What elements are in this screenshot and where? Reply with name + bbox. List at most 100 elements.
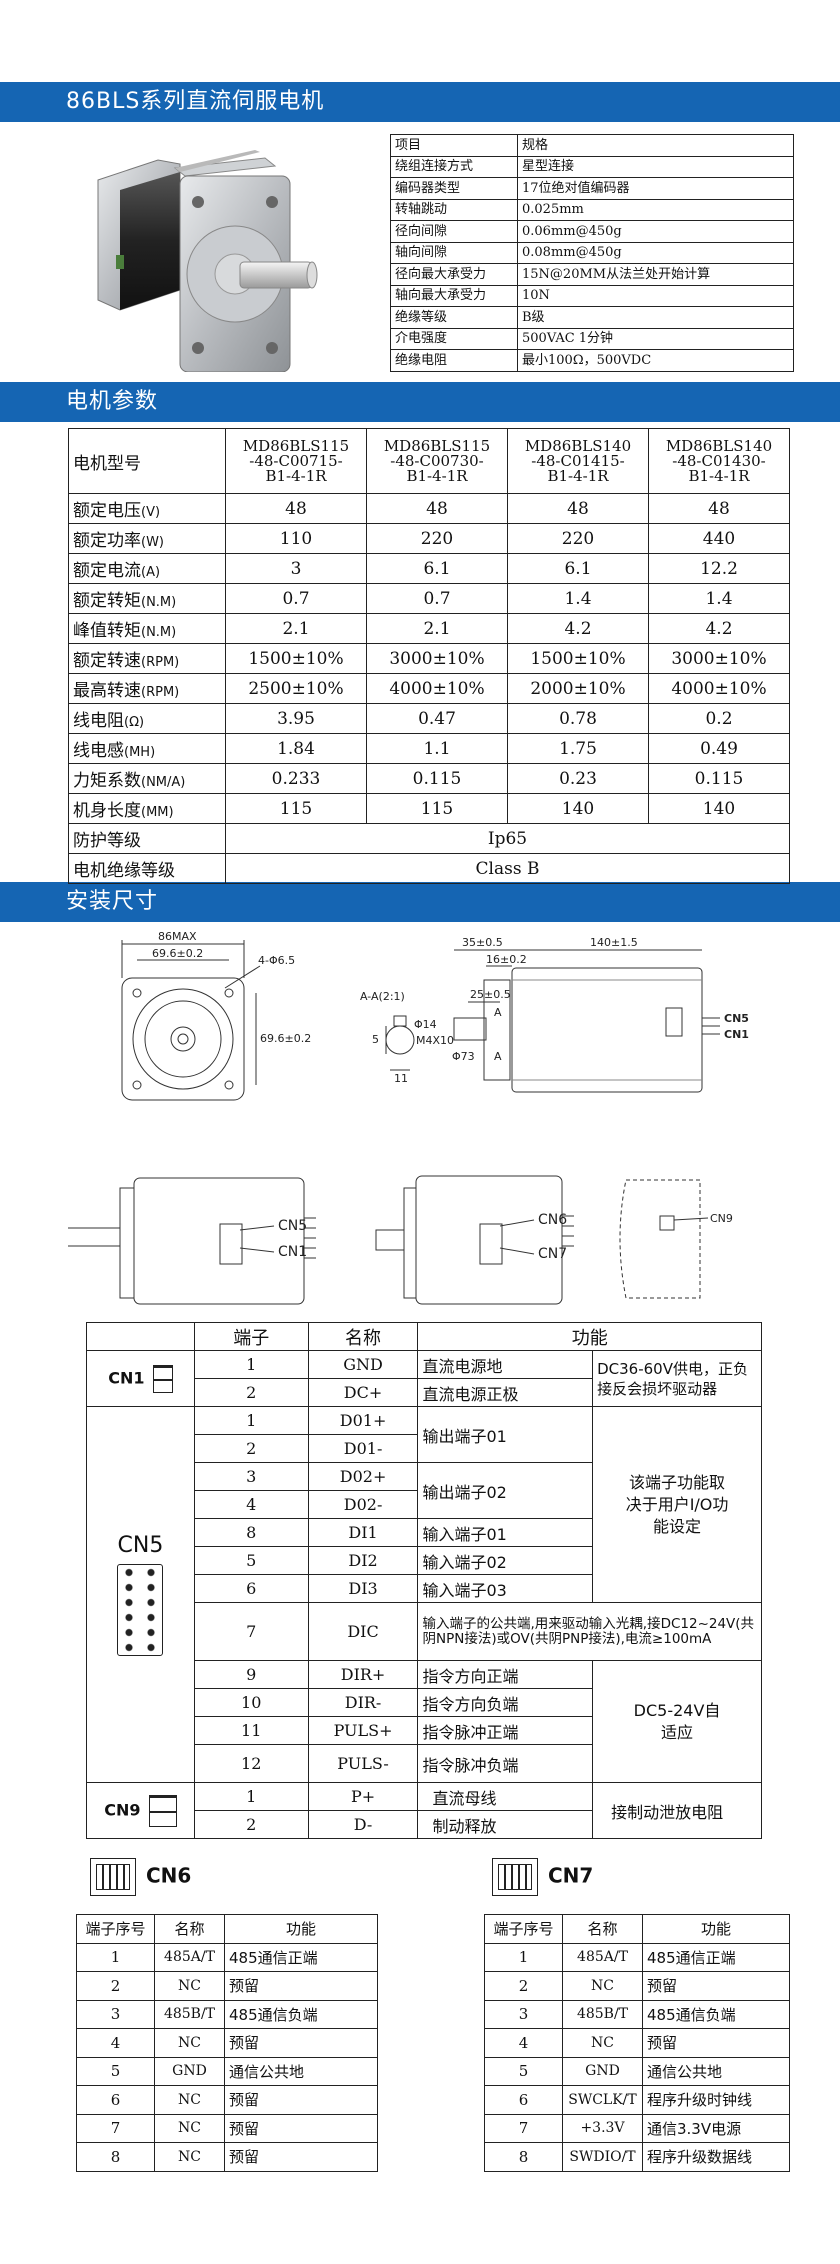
pin-name: DIR+ — [307, 1660, 419, 1689]
pin-name: DI1 — [307, 1518, 419, 1547]
cn7-header-cell: 名称 — [562, 1914, 643, 1944]
spec-value: 0.025mm — [517, 198, 794, 221]
cn1-label-cell: CN1 — [86, 1350, 195, 1407]
spec-value: 星型连接 — [517, 155, 794, 178]
cn6-pin-number: 6 — [76, 2085, 155, 2115]
pin-number: 11 — [193, 1716, 309, 1745]
pin-function: 输出端子01 — [417, 1406, 594, 1463]
param-value: 0.78 — [507, 703, 649, 734]
mount-drawing: 86MAX 69.6±0.2 4-Φ6.5 69.6±0.2 A-A(2:1) … — [121, 930, 749, 1101]
pin-name: D01+ — [307, 1406, 419, 1435]
cn7-connector-icon — [492, 1858, 538, 1896]
pin-function: 直流电源地 — [417, 1350, 594, 1379]
param-value: 0.233 — [225, 763, 367, 794]
param-value: 220 — [507, 523, 649, 554]
param-value: 0.7 — [366, 583, 508, 614]
param-value: 4.2 — [507, 613, 649, 644]
param-unit: (RPM) — [141, 655, 180, 670]
pin-function: 输出端子02 — [417, 1462, 594, 1519]
cn6-pin-number: 4 — [76, 2028, 155, 2058]
pin-name: D- — [307, 1810, 419, 1839]
param-value: 1.4 — [507, 583, 649, 614]
pin-header-name: 名称 — [307, 1322, 419, 1351]
pin-number: 2 — [193, 1434, 309, 1463]
section-mount: 安装尺寸 — [0, 882, 840, 922]
cn6-connector-icon — [90, 1858, 136, 1896]
param-name: 线电阻 — [73, 711, 124, 731]
param-value: 0.23 — [507, 763, 649, 794]
cn6-pin-name: NC — [154, 2085, 225, 2115]
protection-value: Ip65 — [225, 823, 790, 854]
spec-key: 轴向最大承受力 — [390, 284, 518, 307]
param-value: 0.115 — [366, 763, 508, 794]
pin-function: 指令脉冲负端 — [417, 1744, 594, 1783]
params-row: 额定转速(RPM)1500±10%3000±10%1500±10%3000±10… — [68, 643, 790, 674]
model-line: MD86BLS140 — [524, 436, 632, 455]
param-label: 额定功率(W) — [68, 523, 226, 554]
param-name: 力矩系数 — [73, 771, 141, 791]
dim-69-height: 69.6±0.2 — [260, 1032, 311, 1045]
param-value: 1.75 — [507, 733, 649, 764]
param-name: 线电感 — [73, 741, 124, 761]
param-value: 110 — [225, 523, 367, 554]
param-unit: (Ω) — [124, 715, 145, 730]
dim-holes: 4-Φ6.5 — [258, 954, 295, 967]
pin-function: 直流电源正极 — [417, 1378, 594, 1407]
cn7-header-cell: 端子序号 — [484, 1914, 563, 1944]
dim-k11: 11 — [394, 1072, 408, 1085]
model-line: B1-4-1R — [547, 466, 609, 485]
cn6-pin-name: 485A/T — [154, 1942, 225, 1972]
cn7-pin-number: 4 — [484, 2028, 563, 2058]
model-line: B1-4-1R — [265, 466, 327, 485]
param-name: 额定转速 — [73, 651, 141, 671]
cn6-pin-name: NC — [154, 2028, 225, 2058]
model-name: MD86BLS140-48-C01415-B1-4-1R — [507, 428, 649, 494]
spec-value: 0.06mm@450g — [517, 220, 794, 243]
cn6-pin-function: 485通信负端 — [224, 1999, 378, 2029]
cn6-header-cell: 功能 — [224, 1914, 378, 1944]
spec-value: 500VAC 1分钟 — [517, 327, 794, 350]
spec-key: 绕组连接方式 — [390, 155, 518, 178]
cn6-pin-name: NC — [154, 1971, 225, 2001]
dim-16: 16±0.2 — [486, 953, 527, 966]
cn1-label: CN1 — [108, 1368, 145, 1387]
pin-number: 8 — [193, 1518, 309, 1547]
cn6-pin-name: NC — [154, 2113, 225, 2143]
cn7-header-cell: 功能 — [642, 1914, 790, 1944]
cn6-pin-number: 2 — [76, 1971, 155, 2001]
model-name: MD86BLS115-48-C00730-B1-4-1R — [366, 428, 508, 494]
cn7-pin-function: 通信公共地 — [642, 2056, 790, 2086]
pin-number: 6 — [193, 1574, 309, 1603]
model-line: -48-C01430- — [672, 451, 766, 470]
model-line: -48-C00730- — [390, 451, 484, 470]
pin-name: DI2 — [307, 1546, 419, 1575]
cn9-label: CN9 — [104, 1800, 141, 1819]
pin-number: 5 — [193, 1546, 309, 1575]
param-name: 机身长度 — [73, 801, 141, 821]
pin-name: P+ — [307, 1782, 419, 1811]
param-value: 115 — [366, 793, 508, 824]
param-value: 115 — [225, 793, 367, 824]
param-name: 额定电压 — [73, 501, 141, 521]
pin-name: D01- — [307, 1434, 419, 1463]
spec-key: 编码器类型 — [390, 177, 518, 200]
cn6-pin-number: 5 — [76, 2056, 155, 2086]
